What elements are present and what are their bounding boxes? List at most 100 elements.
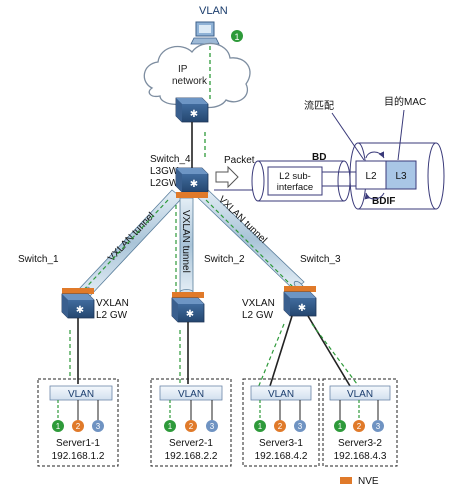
svg-text:✱: ✱ [190,109,198,120]
switch2-device: ✱ [171,297,205,323]
switch2-label: Switch_2 [204,254,245,265]
server-name-4: Server3-2 [338,438,382,449]
switch4-role-l2gw: L2GW [150,178,179,189]
switch4-label: Switch_4 [150,154,191,165]
vm-num-2-2: 2 [189,422,194,431]
subif-label-line1: L2 sub- [279,171,311,182]
svg-text:✱: ✱ [76,305,84,316]
link-sw3-server32 [307,315,351,387]
nve-core [176,192,208,198]
vm-icon-4-3 [372,420,384,432]
vlan-label-1: VLAN [68,389,94,400]
server-name-1: Server1-1 [56,438,100,449]
vm-badge-1-text: 1 [234,32,239,42]
switch3-device: ✱ [283,291,317,317]
tunnel-label-left: VXLAN tunnel [106,211,157,264]
vm-num-3-1: 1 [258,422,263,431]
flow-line-tunnel-left [77,199,169,297]
flow-line-sw3b [311,323,361,389]
vm-icon-2-1 [164,420,176,432]
vm-badge-1 [231,30,243,42]
vm-icon-3-3 [294,420,306,432]
bd-label: BD [312,152,326,163]
core-router: ✱ [175,97,209,123]
l2-subinterface-box [267,166,323,196]
server-ip-3: 192.168.4.2 [255,451,308,462]
flow-line-tunnel-right [205,199,297,291]
top-vlan-label: VLAN [199,5,228,17]
vm-icon-1-2 [72,420,84,432]
vlan-bar-1 [49,385,113,401]
svg-text:✱: ✱ [186,309,194,320]
server-box-1: VLAN 1 2 3 Server1-1 192.168.1.2 [37,378,119,467]
cloud-label-line2: network [172,76,208,87]
vm-num-2-1: 1 [168,422,173,431]
dest-mac-label: 目的MAC [384,95,426,108]
legend-nve-label: NVE [358,476,379,487]
packet-label: Packet [224,155,255,166]
vm-num-4-3: 3 [376,422,381,431]
server-name-3: Server3-1 [259,438,303,449]
bdif-loop-top [365,151,385,159]
server-ip-1: 192.168.1.2 [52,451,105,462]
server-ip-4: 192.168.4.3 [334,451,387,462]
pointer-dest-mac [397,109,405,161]
flow-match-label: 流匹配 [304,99,334,112]
vm-num-2-3: 3 [210,422,215,431]
vlan-bar-3 [250,385,312,401]
vxlan-tunnel-right [195,187,305,292]
gw-left-line1: VXLAN [96,298,129,309]
vm-icon-1-3 [92,420,104,432]
server-box-2: VLAN 1 2 3 Server2-1 192.168.2.2 [150,378,232,467]
computer-icon [190,21,220,45]
nve-switch2 [172,292,204,298]
switch1-label: Switch_1 [18,254,59,265]
legend-nve-swatch [340,477,352,484]
flow-line-sw3a [257,323,285,389]
vlan-label-3: VLAN [268,389,294,400]
vm-icon-2-2 [185,420,197,432]
l3-label: L3 [395,171,407,182]
vm-num-4-2: 2 [357,422,362,431]
vlan-bar-4 [329,385,391,401]
switch4-device: ✱ [175,167,209,193]
vm-icon-3-1 [254,420,266,432]
link-sw3-server31 [269,315,293,387]
l3-box [385,160,417,190]
nve-switch3 [284,286,316,292]
bdif-loop-bottom [364,192,385,200]
bdif-label: BDIF [372,196,395,207]
server-box-3: VLAN 1 2 3 Server3-1 192.168.4.2 [242,378,320,467]
vlan-label-4: VLAN [347,389,373,400]
gw-right-line2: L2 GW [242,310,274,321]
switch1-device: ✱ [61,293,95,319]
gw-left-line2: L2 GW [96,310,128,321]
vm-num-1-1: 1 [56,422,61,431]
vm-num-3-2: 2 [278,422,283,431]
vm-num-3-3: 3 [298,422,303,431]
tunnel-label-middle: VXLAN tunnel [180,210,191,273]
vm-icon-4-1 [334,420,346,432]
nve-switch1 [62,288,94,294]
ip-network-cloud [143,42,251,109]
switch3-label: Switch_3 [300,254,341,265]
server-name-2: Server2-1 [169,438,213,449]
vm-num-1-3: 3 [96,422,101,431]
server-ip-2: 192.168.2.2 [165,451,218,462]
gw-right-line1: VXLAN [242,298,275,309]
switch4-role-l3gw: L3GW [150,166,179,177]
vlan-label-2: VLAN [178,389,204,400]
vm-icon-3-2 [274,420,286,432]
l2-label: L2 [365,171,377,182]
svg-text:✱: ✱ [190,179,198,190]
vm-icon-4-2 [353,420,365,432]
pointer-flow-match [331,112,365,161]
cloud-label-line1: IP [178,64,188,75]
vm-num-4-1: 1 [338,422,343,431]
vm-num-1-2: 2 [76,422,81,431]
vm-icon-1-1 [52,420,64,432]
server-box-4: VLAN 1 2 3 Server3-2 192.168.4.3 [322,378,398,467]
packet-arrow-icon [215,165,239,189]
vm-icon-2-3 [206,420,218,432]
